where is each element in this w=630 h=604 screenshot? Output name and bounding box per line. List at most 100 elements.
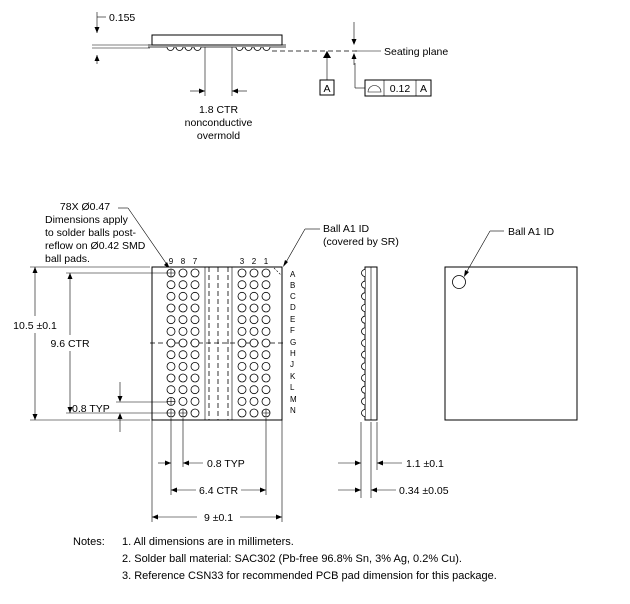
- ctr-label-3: overmold: [197, 130, 240, 142]
- col-1: 1: [264, 257, 269, 266]
- col-8: 8: [181, 257, 186, 266]
- ball-note-2: Dimensions apply: [45, 214, 129, 226]
- ball-crosshair: [262, 409, 270, 417]
- solder-ball: [178, 396, 188, 406]
- solder-ball: [166, 326, 176, 336]
- solder-ball: [166, 350, 176, 360]
- solder-ball: [190, 338, 200, 348]
- solder-ball: [261, 350, 271, 360]
- solder-ball: [166, 361, 176, 371]
- col-3: 3: [240, 257, 245, 266]
- solder-ball: [166, 373, 176, 383]
- solder-ball: [249, 280, 259, 290]
- solder-ball: [190, 326, 200, 336]
- ball-note-3: to solder balls post-: [45, 227, 137, 239]
- notes-label: Notes:: [73, 536, 105, 548]
- solder-ball: [261, 361, 271, 371]
- solder-ball: [261, 385, 271, 395]
- end-ball: [361, 327, 366, 336]
- solder-ball: [190, 315, 200, 325]
- top-outline: [444, 266, 578, 421]
- dim-pitch-v-label: 0.8 TYP: [72, 403, 110, 415]
- end-ball: [361, 409, 366, 417]
- end-ball: [361, 385, 366, 394]
- ball-grid: [166, 267, 271, 420]
- note-1: 1. All dimensions are in millimeters.: [122, 536, 294, 548]
- solder-ball: [261, 396, 271, 406]
- row-a: A: [290, 270, 296, 279]
- datum-a-label: A: [323, 83, 330, 95]
- flatness-icon: [367, 85, 382, 93]
- notes: Notes: 1. All dimensions are in millimet…: [73, 536, 497, 582]
- end-ball: [361, 339, 366, 347]
- row-e: E: [290, 315, 295, 324]
- ball-crosshair: [167, 397, 175, 406]
- bottom-view: 78X Ø0.47 Dimensions apply to solder bal…: [13, 201, 399, 524]
- solder-ball: [237, 280, 247, 290]
- dim-height-label: 10.5 ±0.1: [13, 320, 57, 332]
- solder-ball: [178, 338, 188, 348]
- end-ball: [361, 362, 366, 371]
- end-ball: [361, 374, 366, 382]
- row-k: K: [290, 372, 296, 381]
- fcf-tolerance: 0.12: [390, 83, 411, 95]
- solder-ball: [190, 268, 200, 278]
- end-ball: [361, 397, 366, 406]
- solder-ball: [249, 338, 259, 348]
- end-ball: [361, 269, 366, 277]
- dim-ball-height-label: 0.34 ±0.05: [399, 485, 449, 497]
- solder-ball: [237, 350, 247, 360]
- ball-note-1: 78X Ø0.47: [60, 201, 110, 213]
- solder-ball: [237, 361, 247, 371]
- row-h: H: [290, 349, 296, 358]
- solder-ball: [237, 385, 247, 395]
- row-c: C: [290, 292, 296, 301]
- dim-ctr-h-label: 6.4 CTR: [199, 485, 239, 497]
- end-ball: [361, 315, 366, 324]
- ctr-label-1: 1.8 CTR: [199, 104, 239, 116]
- solder-ball: [237, 338, 247, 348]
- row-l: L: [290, 383, 295, 392]
- ball-crosshair: [167, 409, 175, 417]
- datum-a-box: [319, 79, 335, 96]
- dim-0155-label: 0.155: [109, 12, 135, 24]
- end-ball: [361, 350, 366, 359]
- ball-a1-id-sub: (covered by SR): [323, 236, 399, 248]
- col-9: 9: [169, 257, 174, 266]
- solder-ball: [178, 291, 188, 301]
- solder-ball: [261, 280, 271, 290]
- ball-crosshair: [167, 269, 175, 277]
- solder-ball: [261, 373, 271, 383]
- solder-ball: [190, 303, 200, 313]
- solder-ball: [178, 326, 188, 336]
- dim-pitch-h-label: 0.8 TYP: [207, 458, 245, 470]
- solder-ball: [249, 268, 259, 278]
- row-j: J: [290, 360, 294, 369]
- row-b: B: [290, 281, 295, 290]
- solder-ball: [190, 280, 200, 290]
- top-ball-a1-id-label: Ball A1 ID: [508, 226, 555, 238]
- solder-ball: [249, 361, 259, 371]
- end-ball: [361, 304, 366, 312]
- package-mold: [151, 34, 283, 46]
- solder-ball: [237, 396, 247, 406]
- solder-ball: [261, 315, 271, 325]
- solder-ball: [178, 361, 188, 371]
- solder-ball: [190, 385, 200, 395]
- side-view: 0.155 1.8 CTR nonconductive overmold: [92, 12, 448, 142]
- fcf-frame: [364, 79, 432, 97]
- solder-ball: [249, 373, 259, 383]
- solder-ball: [178, 268, 188, 278]
- row-n: N: [290, 406, 296, 415]
- solder-ball: [166, 315, 176, 325]
- solder-ball: [237, 315, 247, 325]
- solder-ball: [178, 373, 188, 383]
- solder-ball: [190, 350, 200, 360]
- dim-ctr-v-label: 9.6 CTR: [50, 338, 90, 350]
- side-balls: [166, 46, 271, 51]
- solder-ball: [249, 408, 259, 418]
- solder-ball: [190, 291, 200, 301]
- col-7: 7: [193, 257, 198, 266]
